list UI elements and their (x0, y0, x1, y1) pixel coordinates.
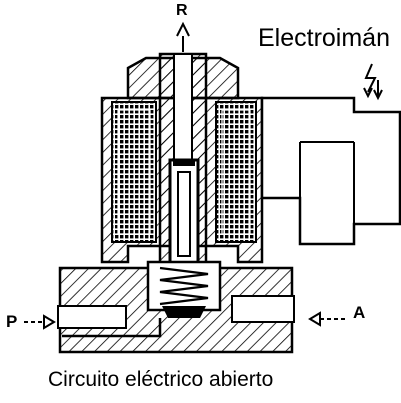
bottom-flow-line (62, 318, 162, 338)
arrow-left-icon (308, 311, 346, 327)
arrow-up-icon (176, 21, 190, 52)
plunger (168, 158, 200, 266)
electromagnet-label: Electroimán (258, 24, 390, 52)
inlet-channel (57, 305, 127, 329)
terminal-box (260, 96, 401, 246)
spring (159, 266, 209, 306)
outlet-channel (231, 295, 295, 323)
lightning-icon (363, 63, 383, 101)
port-p-label: P (6, 312, 18, 331)
coil-left (111, 101, 157, 243)
port-r-label: R (176, 2, 188, 19)
coil-right (215, 101, 257, 243)
valve-seat (162, 306, 206, 318)
port-a-label: A (353, 303, 366, 322)
diagram-caption: Circuito eléctrico abierto (48, 368, 274, 391)
bore (173, 53, 193, 165)
arrow-right-icon (24, 314, 56, 330)
spring-chamber (146, 260, 222, 312)
